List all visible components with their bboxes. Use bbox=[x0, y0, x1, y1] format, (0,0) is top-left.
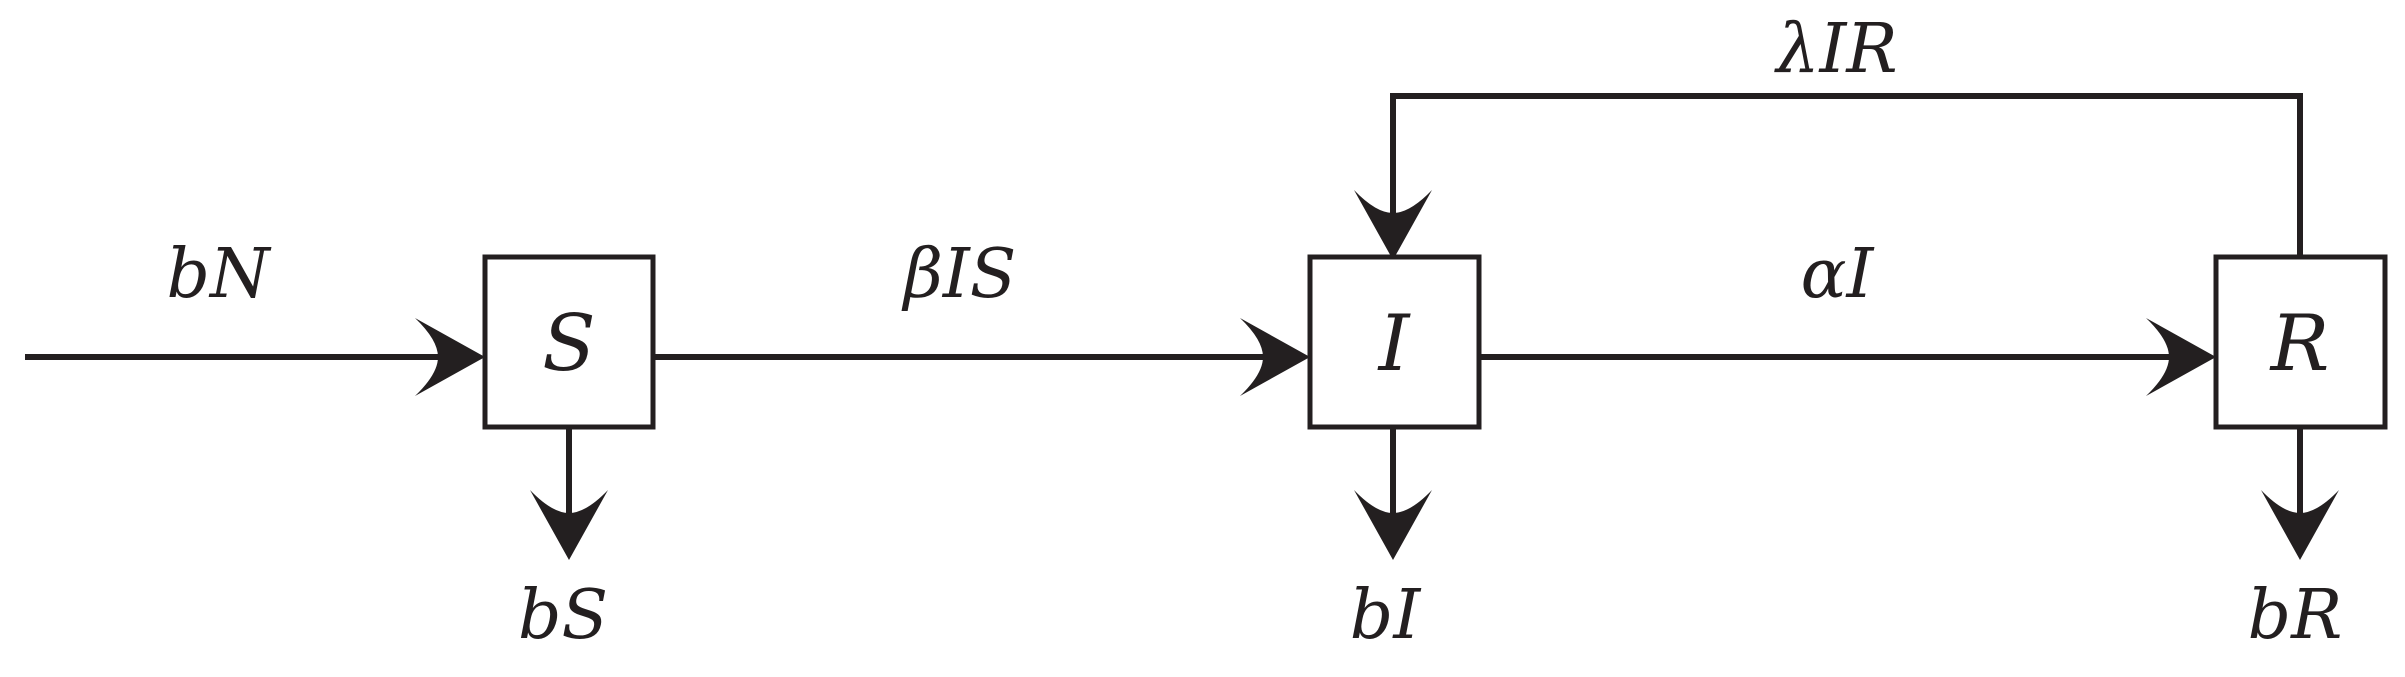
reinfection-rate-label: λIR bbox=[1773, 10, 1897, 89]
death-r-label: bR bbox=[2248, 576, 2343, 655]
r-to-i-feedback-line bbox=[1390, 93, 2303, 257]
inflow-arrowhead bbox=[415, 318, 485, 396]
death-i-label: bI bbox=[1350, 576, 1422, 655]
compartment-i-label: I bbox=[1377, 299, 1412, 389]
compartment-r-label: R bbox=[2269, 299, 2330, 389]
i-to-r-arrowhead bbox=[2146, 318, 2216, 396]
r-to-i-arrowhead bbox=[1354, 190, 1432, 260]
compartment-s-box bbox=[482, 254, 656, 430]
compartment-r-box bbox=[2213, 254, 2388, 430]
s-death-arrowhead bbox=[530, 490, 608, 560]
death-s-label: bS bbox=[518, 576, 608, 655]
i-death-arrowhead bbox=[1354, 490, 1432, 560]
inflow-label: bN bbox=[166, 235, 272, 314]
infection-rate-label: βIS bbox=[901, 235, 1017, 314]
compartment-i-box bbox=[1307, 254, 1482, 430]
recovery-rate-label: αI bbox=[1801, 235, 1875, 314]
s-to-i-arrowhead bbox=[1240, 318, 1310, 396]
r-death-arrowhead bbox=[2261, 490, 2339, 560]
compartment-s-label: S bbox=[542, 299, 595, 389]
